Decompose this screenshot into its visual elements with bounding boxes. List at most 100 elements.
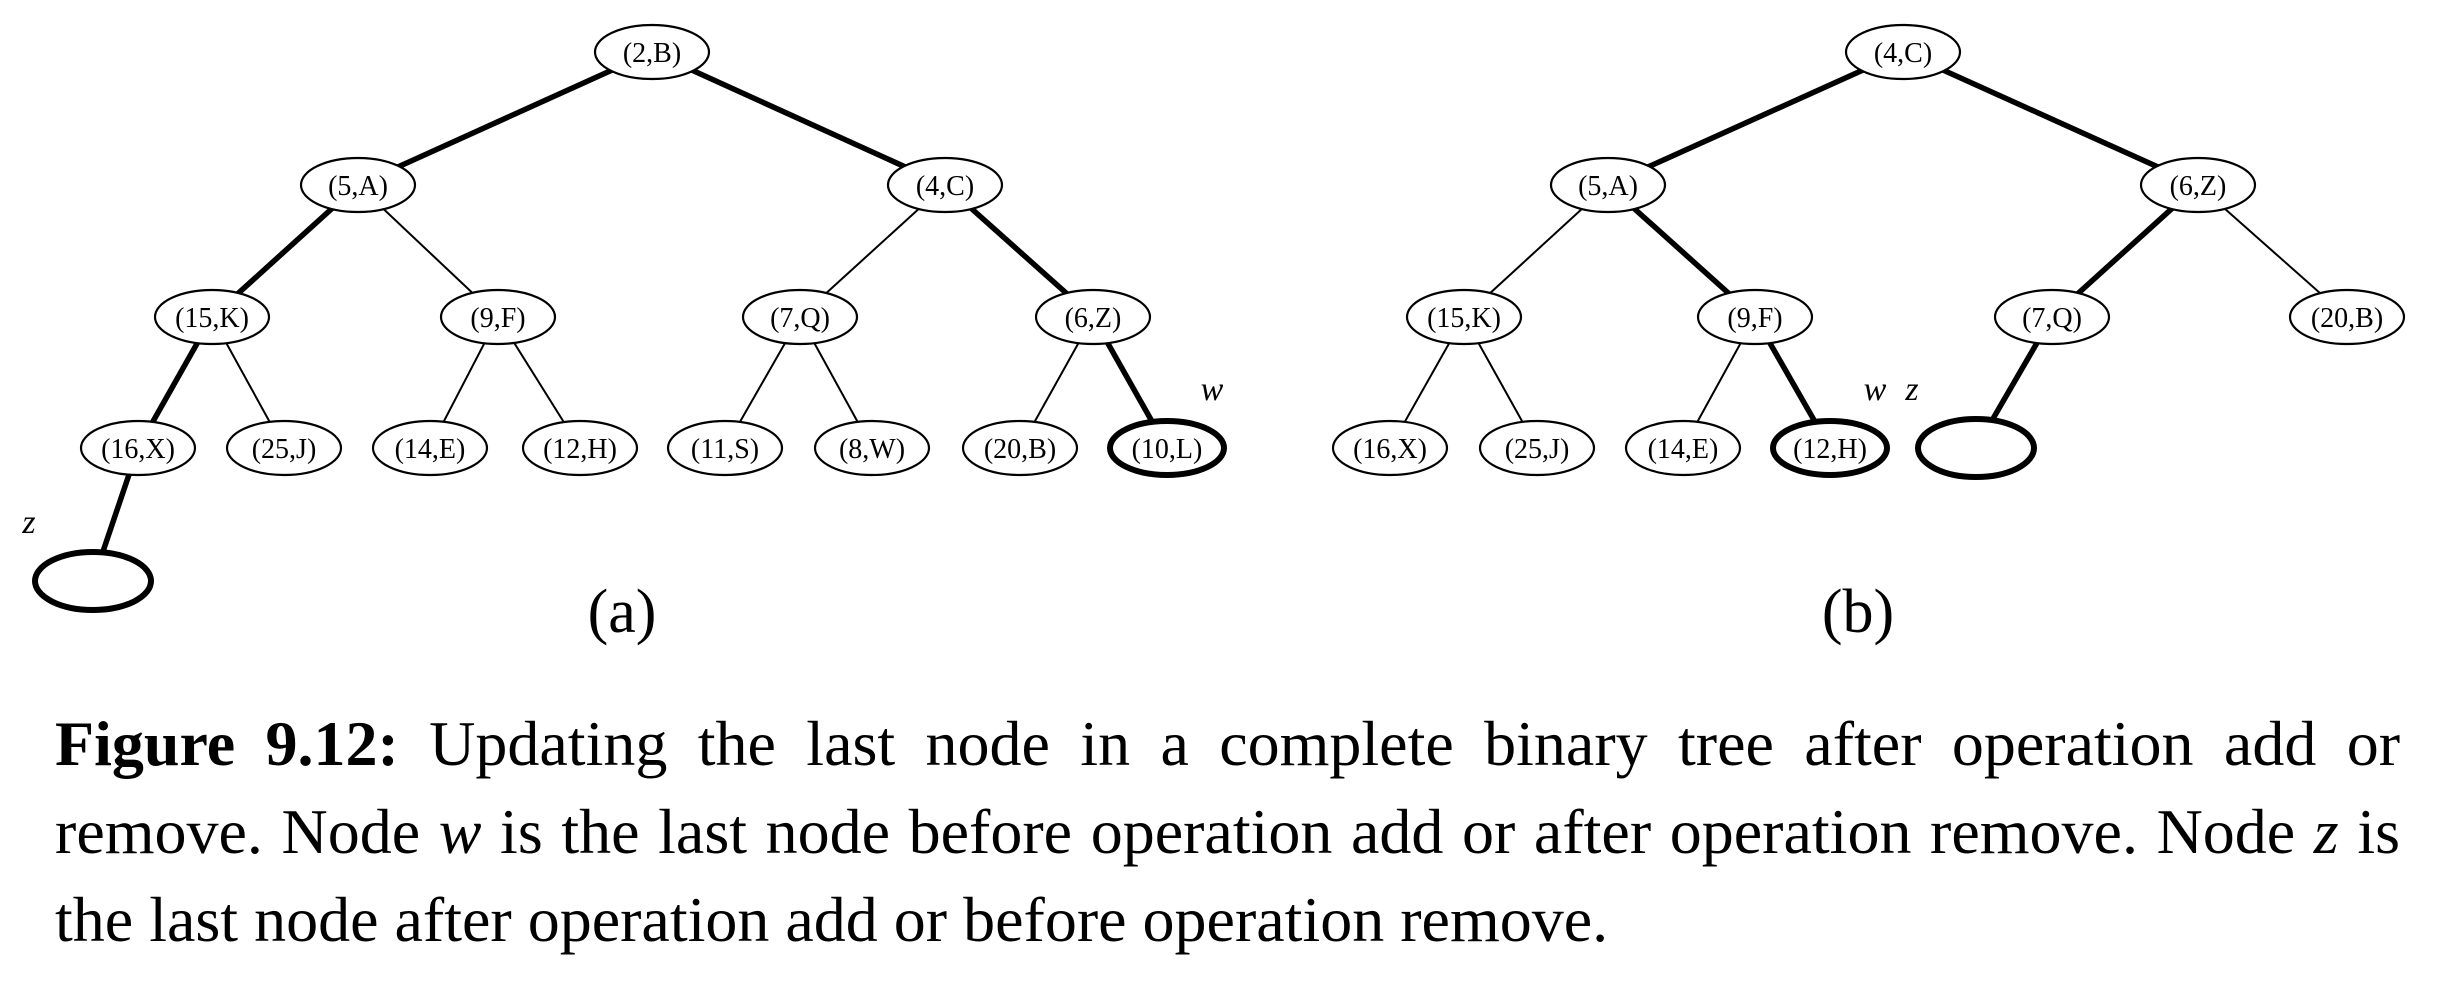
tree-node: (5,A) xyxy=(299,156,417,214)
caption-text-part3: is the last node after operation add or … xyxy=(55,796,2400,955)
tree-node-label: (5,A) xyxy=(1578,171,1638,202)
tree-node-shape xyxy=(961,419,1079,477)
tree-node-label: (7,Q) xyxy=(770,303,830,334)
tree-node: (9,F) xyxy=(1696,288,1814,346)
tree-node-shape xyxy=(32,549,154,613)
tree-node-label: (16,X) xyxy=(1353,434,1427,465)
tree-node: (4,C) xyxy=(1844,23,1962,81)
tree-node-shape xyxy=(666,419,784,477)
tree-node: (11,S) xyxy=(666,419,784,477)
tree-node-label: (8,W) xyxy=(839,434,905,465)
panel-label-b: (b) xyxy=(1822,578,1894,646)
tree-node-label: (16,X) xyxy=(101,434,175,465)
node-marker-z: z xyxy=(21,504,35,541)
tree-node: (6,Z) xyxy=(2139,156,2257,214)
tree-node-shape xyxy=(1844,23,1962,81)
tree-node-label: (25,J) xyxy=(1505,434,1570,465)
tree-node-shape xyxy=(1624,419,1742,477)
tree-node-label: (14,E) xyxy=(395,434,466,465)
tree-node-shape xyxy=(439,288,557,346)
tree-node-label: (12,H) xyxy=(1793,434,1867,465)
figure-caption: Figure 9.12: Updating the last node in a… xyxy=(55,700,2400,964)
tree-node: (12,H) xyxy=(521,419,639,477)
tree-node-label: (10,L) xyxy=(1132,434,1203,465)
tree-node: (9,F) xyxy=(439,288,557,346)
tree-node-label: (2,B) xyxy=(623,38,681,69)
tree-node-label: (15,K) xyxy=(1427,303,1501,334)
tree-node-label: (11,S) xyxy=(691,434,759,465)
tree-node-label: (12,H) xyxy=(543,434,617,465)
tree-node-label: (5,A) xyxy=(328,171,388,202)
tree-node: (25,J) xyxy=(1478,419,1596,477)
tree-node-shape xyxy=(2288,288,2406,346)
tree-node-shape xyxy=(225,419,343,477)
caption-var-z: z xyxy=(2313,796,2339,867)
tree-node-shape xyxy=(741,288,859,346)
caption-text-part1: Updating the last node in a complete bin… xyxy=(55,708,2401,867)
tree-node-label: (14,E) xyxy=(1648,434,1719,465)
tree-node-label: (7,Q) xyxy=(2022,303,2082,334)
tree-node-label: (9,F) xyxy=(470,303,525,334)
tree-node-shape xyxy=(1993,288,2111,346)
tree-node-shape xyxy=(886,156,1004,214)
tree-node: (15,K) xyxy=(1405,288,1523,346)
tree-node-shape xyxy=(593,23,711,81)
tree-node-shape xyxy=(1915,416,2037,480)
tree-node: (6,Z) xyxy=(1034,288,1152,346)
tree-node-shape xyxy=(521,419,639,477)
tree-node-shape xyxy=(153,288,271,346)
tree-node-shape xyxy=(2139,156,2257,214)
caption-label: Figure 9.12: xyxy=(55,708,399,779)
tree-node-label: (25,J) xyxy=(252,434,317,465)
tree-node-label: (9,F) xyxy=(1727,303,1782,334)
tree-node-shape xyxy=(1478,419,1596,477)
tree-node-label: (6,Z) xyxy=(1065,303,1122,334)
tree-node-shape xyxy=(1770,418,1890,478)
tree-node: (14,E) xyxy=(1624,419,1742,477)
tree-edge-path xyxy=(1605,49,1906,188)
tree-node-shape xyxy=(79,419,197,477)
node-marker-w: w xyxy=(1201,371,1224,408)
tree-node-label: (6,Z) xyxy=(2170,171,2227,202)
tree-node: (8,W) xyxy=(813,419,931,477)
tree-node: (5,A) xyxy=(1549,156,1667,214)
empty-tree-node xyxy=(1915,416,2037,480)
tree-node: (12,H) xyxy=(1770,418,1890,478)
tree-node-shape xyxy=(1405,288,1523,346)
tree-node: (10,L) xyxy=(1107,418,1227,478)
tree-node: (20,B) xyxy=(961,419,1079,477)
tree-node: (4,C) xyxy=(886,156,1004,214)
tree-node-shape xyxy=(1331,419,1449,477)
tree-node-label: (20,B) xyxy=(984,434,1056,465)
caption-text-part2: is the last node before operation add or… xyxy=(481,796,2314,867)
tree-node-label: (20,B) xyxy=(2311,303,2383,334)
caption-var-w: w xyxy=(438,796,482,867)
tree-node-label: (15,K) xyxy=(175,303,249,334)
tree-node-shape xyxy=(1549,156,1667,214)
empty-tree-node xyxy=(32,549,154,613)
tree-node: (25,J) xyxy=(225,419,343,477)
tree-node: (16,X) xyxy=(79,419,197,477)
tree-edge-path xyxy=(355,49,655,188)
tree-node: (14,E) xyxy=(371,419,489,477)
tree-node: (2,B) xyxy=(593,23,711,81)
node-marker-z: z xyxy=(1904,371,1918,408)
tree-node-shape xyxy=(1696,288,1814,346)
tree-node-shape xyxy=(813,419,931,477)
tree-edge-path xyxy=(1900,49,2201,188)
tree-node-label: (4,C) xyxy=(916,171,974,202)
tree-node-shape xyxy=(371,419,489,477)
tree-node: (7,Q) xyxy=(741,288,859,346)
tree-node-shape xyxy=(299,156,417,214)
tree-node-shape xyxy=(1034,288,1152,346)
tree-node: (7,Q) xyxy=(1993,288,2111,346)
tree-node: (20,B) xyxy=(2288,288,2406,346)
panel-labels-layer: (a)(b) xyxy=(588,578,1895,646)
tree-node: (16,X) xyxy=(1331,419,1449,477)
tree-edge-path xyxy=(649,49,948,188)
node-marker-w: w xyxy=(1864,371,1887,408)
tree-node-label: (4,C) xyxy=(1874,38,1932,69)
nodes-layer: (2,B) (5,A) (4,C) (15,K) (9,F) (7,Q) (6,Z) (16,… xyxy=(32,23,2406,613)
